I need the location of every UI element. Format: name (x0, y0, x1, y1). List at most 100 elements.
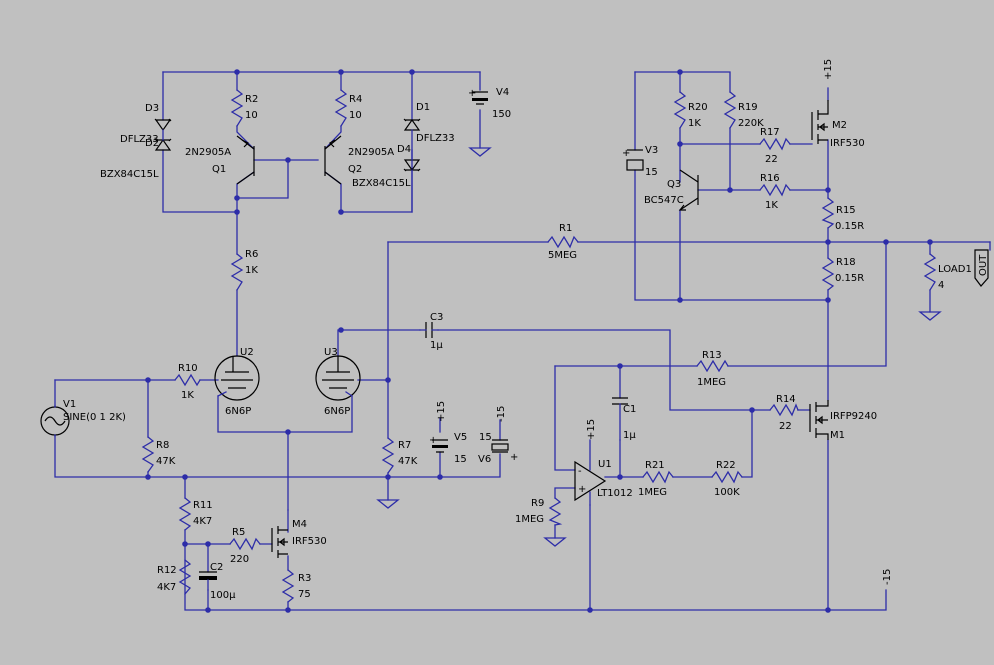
transistors (236, 100, 829, 558)
d3-symbol (154, 118, 172, 132)
sources: + + + + (40, 88, 644, 463)
label-r4-value: 10 (349, 110, 362, 121)
label-d4-ref: D4 (397, 144, 411, 155)
label-m1-value: IRFP9240 (830, 411, 877, 422)
r2-symbol (230, 89, 244, 127)
label-r18-value: 0.15R (835, 273, 864, 284)
ground-icon (376, 499, 400, 509)
r9-symbol (548, 497, 563, 526)
grounds (376, 147, 942, 547)
label-v3-ref: V3 (645, 145, 658, 156)
label-q3-ref: Q3 (667, 179, 681, 190)
svg-text:+: + (468, 88, 476, 99)
label-m2-value: IRF530 (830, 138, 865, 149)
net-plus15-u1: +15 (586, 419, 597, 440)
r18-symbol (821, 257, 835, 291)
label-r13-value: 1MEG (697, 377, 726, 388)
label-r14-ref: R14 (776, 394, 796, 405)
label-r21-value: 1MEG (638, 487, 667, 498)
label-r21-ref: R21 (645, 460, 665, 471)
r11-symbol (178, 497, 192, 531)
labels: D3 DFLZ33 D2 BZX84C15L R2 10 R4 10 D1 DF… (63, 59, 989, 601)
label-q2-value: 2N2905A (348, 147, 394, 158)
net-minus15-bottom: -15 (882, 569, 893, 585)
label-r16-ref: R16 (760, 173, 780, 184)
net-plus15-m2: +15 (823, 59, 834, 80)
label-r7-value: 47K (398, 456, 418, 467)
r21-symbol (642, 470, 674, 484)
label-r7-ref: R7 (398, 440, 411, 451)
label-r3-value: 75 (298, 589, 311, 600)
label-m4-ref: M4 (292, 519, 307, 530)
label-r8-ref: R8 (156, 440, 169, 451)
label-r10-ref: R10 (178, 363, 198, 374)
label-d2-ref: D2 (145, 138, 159, 149)
label-m2-ref: M2 (832, 120, 847, 131)
label-r20-ref: R20 (688, 102, 708, 113)
v6-symbol: + (491, 439, 518, 463)
label-r20-value: 1K (688, 118, 701, 129)
label-r12-value: 4K7 (157, 582, 176, 593)
r1-symbol (547, 235, 579, 249)
m2-symbol (811, 100, 829, 144)
label-c1-ref: C1 (623, 404, 636, 415)
label-r2-value: 10 (245, 110, 258, 121)
c1-symbol (612, 397, 628, 441)
resistors (141, 89, 937, 603)
label-u3-ref: U3 (324, 347, 338, 358)
label-r19-ref: R19 (738, 102, 758, 113)
m1-symbol (809, 400, 829, 440)
load1-symbol (923, 253, 937, 291)
net-plus15-v5: +15 (436, 401, 447, 422)
label-r19-value: 220K (738, 118, 764, 129)
capacitors (199, 322, 628, 591)
label-u2-ref: U2 (240, 347, 254, 358)
label-r1-value: 5MEG (548, 250, 577, 261)
diodes (154, 118, 421, 213)
label-m4-value: IRF530 (292, 536, 327, 547)
svg-text:+: + (429, 435, 437, 446)
r12-symbol (178, 559, 192, 595)
r4-symbol (334, 89, 348, 127)
label-q2-ref: Q2 (348, 164, 362, 175)
label-r12-ref: R12 (157, 565, 177, 576)
svg-text:+: + (622, 148, 630, 159)
r17-symbol (759, 137, 791, 151)
label-v6-value: 15 (479, 432, 492, 443)
net-minus15-v6: -15 (496, 406, 507, 422)
r3-symbol (281, 569, 295, 603)
label-r9-value: 1MEG (515, 514, 544, 525)
v4-symbol: + (468, 88, 488, 105)
label-r14-value: 22 (779, 421, 792, 432)
label-r16-value: 1K (765, 200, 778, 211)
label-u2-value: 6N6P (225, 406, 251, 417)
label-v5-ref: V5 (454, 432, 467, 443)
label-c3-ref: C3 (430, 312, 443, 323)
label-q3-value: BC547C (644, 195, 684, 206)
tubes (214, 355, 361, 401)
label-r5-value: 220 (230, 554, 249, 565)
label-q1-value: 2N2905A (185, 147, 231, 158)
net-out-label: OUT (978, 254, 989, 276)
label-d3-ref: D3 (145, 103, 159, 114)
svg-text:+: + (510, 452, 518, 463)
r16-symbol (759, 183, 791, 197)
r15-symbol (821, 197, 835, 229)
c3-symbol (419, 322, 439, 338)
label-load1-value: 4 (938, 280, 944, 291)
label-r4-ref: R4 (349, 94, 362, 105)
r19-symbol (723, 91, 737, 129)
label-r6-ref: R6 (245, 249, 258, 260)
label-r15-ref: R15 (836, 205, 856, 216)
ground-icon (918, 311, 942, 321)
label-r18-ref: R18 (836, 257, 856, 268)
label-v5-value: 15 (454, 454, 467, 465)
label-d2-value: BZX84C15L (100, 169, 159, 180)
label-c1-value: 1µ (623, 430, 636, 441)
label-r22-ref: R22 (716, 460, 736, 471)
label-c2-ref: C2 (210, 562, 223, 573)
r14-symbol (769, 403, 799, 417)
label-v6-ref: V6 (478, 454, 491, 465)
r22-symbol (711, 470, 743, 484)
